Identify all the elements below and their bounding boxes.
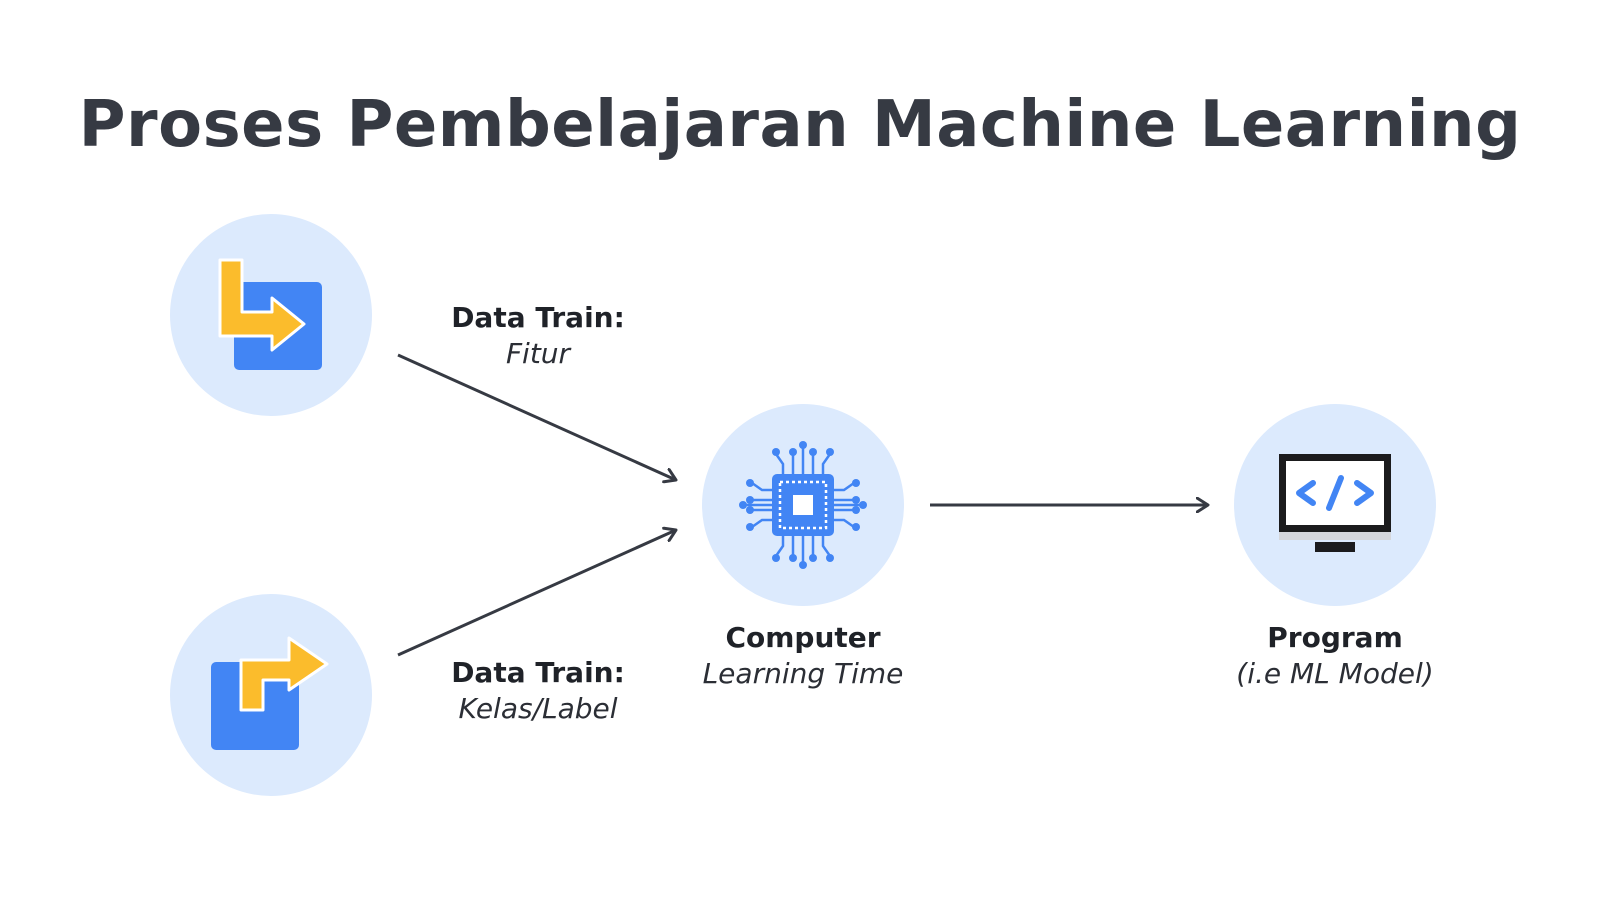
features-subheading: Fitur [505, 337, 571, 370]
arrow-up-right-icon [211, 636, 329, 750]
program-heading: Program [1267, 621, 1403, 654]
features-label: Data Train: Fitur [388, 300, 688, 372]
labels-subheading: Kelas/Label [458, 692, 618, 725]
arrow-down-right-icon [218, 258, 322, 370]
computer-heading: Computer [725, 621, 881, 654]
code-monitor-icon [1279, 454, 1391, 552]
computer-label: Computer Learning Time [653, 620, 953, 692]
labels-heading: Data Train: [451, 656, 625, 689]
arrow-labels-to-computer [397, 530, 676, 657]
program-subheading: (i.e ML Model) [1236, 657, 1434, 690]
features-heading: Data Train: [451, 301, 625, 334]
computer-subheading: Learning Time [702, 657, 904, 690]
page-title: Proses Pembelajaran Machine Learning [78, 88, 1522, 162]
arrow-features-to-computer [397, 353, 676, 480]
cpu-chip-icon [739, 441, 867, 569]
program-label: Program (i.e ML Model) [1185, 620, 1485, 692]
labels-label: Data Train: Kelas/Label [388, 655, 688, 727]
